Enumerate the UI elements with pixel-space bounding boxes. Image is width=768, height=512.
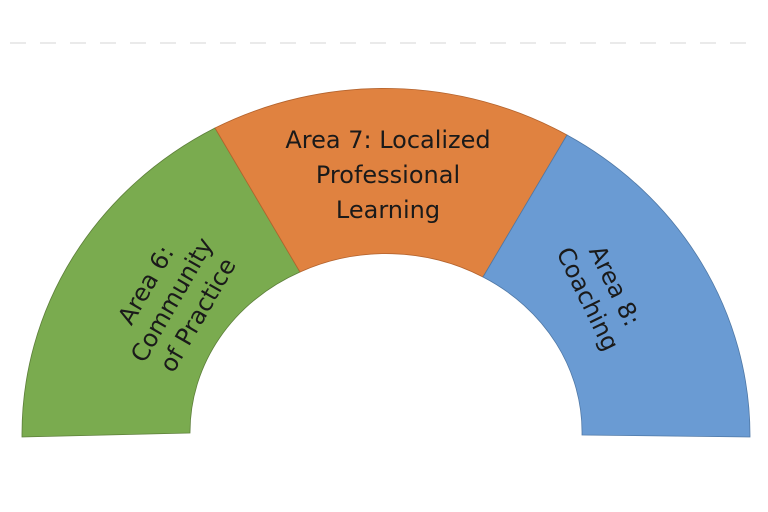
label-area-7-line-2: Professional xyxy=(316,161,460,189)
label-area-7-line-1: Area 7: Localized xyxy=(285,126,490,154)
segment-area-8 xyxy=(482,134,751,438)
label-area-7: Area 7: Localized Professional Learning xyxy=(285,126,490,224)
segment-area-7 xyxy=(214,88,568,278)
segment-area-6 xyxy=(21,127,301,438)
label-area-7-line-3: Learning xyxy=(336,196,440,224)
